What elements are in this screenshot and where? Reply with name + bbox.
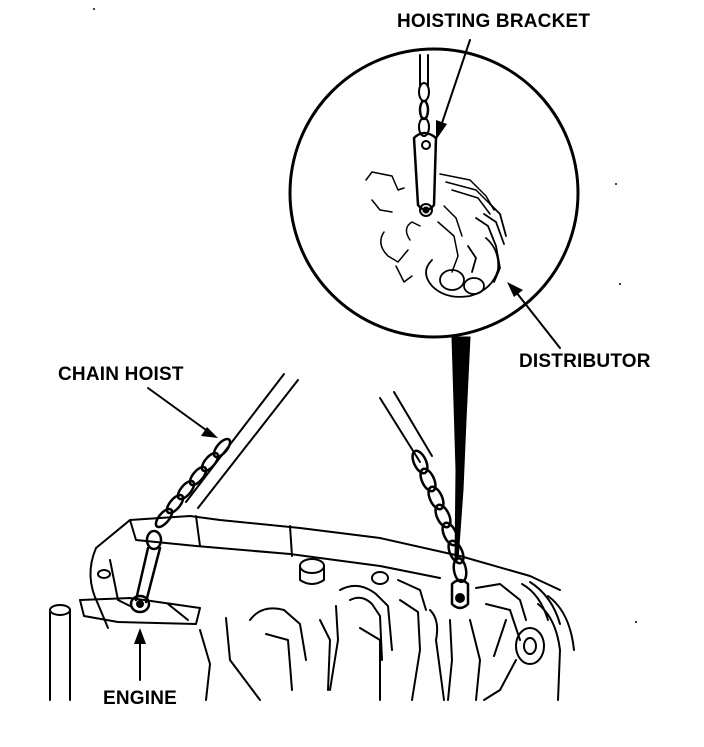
- distributor-arrow: [507, 282, 561, 349]
- detail-hoisting-bracket: [412, 131, 438, 217]
- hoisting-bracket-label: HOISTING BRACKET: [397, 11, 591, 32]
- left-chain-hoist: [129, 373, 299, 614]
- detail-connector: [451, 336, 471, 561]
- engine-label: ENGINE: [103, 688, 178, 709]
- right-chain-hoist: [379, 391, 470, 610]
- detail-chain: [418, 54, 430, 137]
- detail-distributor: [425, 203, 507, 298]
- detail-engine-parts: [365, 171, 495, 283]
- distributor-label: DISTRIBUTOR: [519, 351, 651, 372]
- engine-block: [49, 515, 575, 701]
- chain-hoist-arrow: [147, 387, 218, 438]
- detail-circle: [288, 47, 580, 339]
- chain-hoist-label: CHAIN HOIST: [58, 364, 184, 385]
- hoisting-bracket-arrow: [436, 39, 471, 140]
- engine-arrow: [134, 628, 146, 681]
